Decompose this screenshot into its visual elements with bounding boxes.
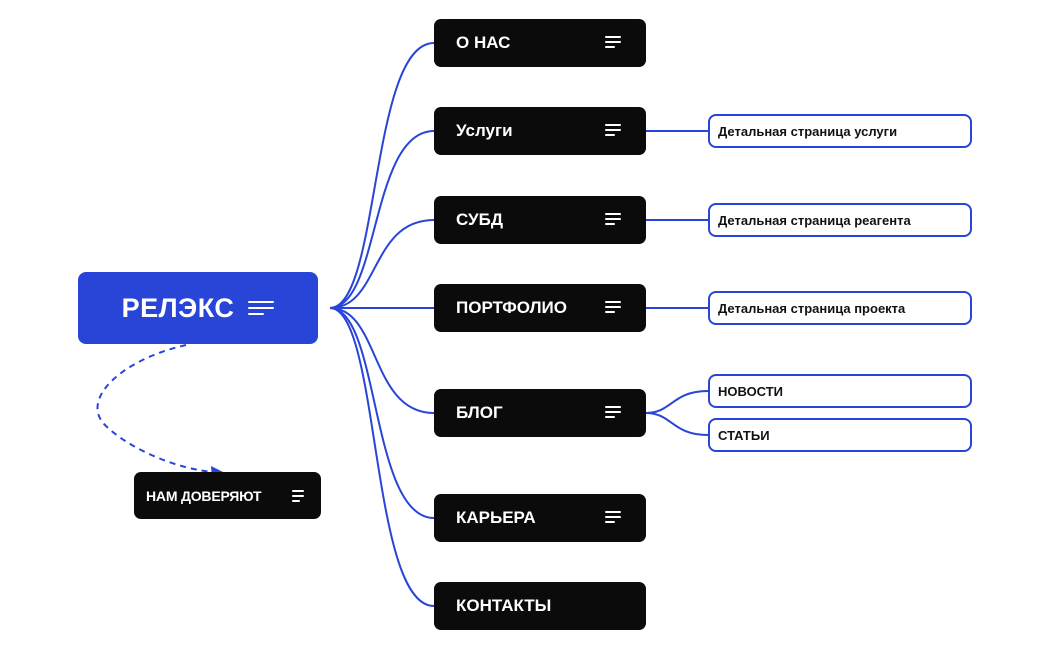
trusted-label: НАМ ДОВЕРЯЮТ [146,487,262,504]
section-label: БЛОГ [456,403,503,422]
subpage-node-project-detail[interactable]: Детальная страница проекта [708,291,972,325]
connector-root-services [329,130,435,309]
root-node[interactable]: РЕЛЭКС [78,272,318,344]
subpage-label: НОВОСТИ [718,383,784,399]
subpage-label: СТАТЬИ [718,427,770,443]
subpage-label: Детальная страница проекта [718,300,906,316]
connector-root-about [329,42,435,309]
connector-root-dbms [329,219,435,309]
subpage-node-articles[interactable]: СТАТЬИ [708,418,972,452]
trusted-by-node[interactable]: НАМ ДОВЕРЯЮТ [134,472,321,519]
menu-lines-icon [248,301,275,315]
connector-blog-news [645,390,709,414]
menu-lines-icon [605,511,621,523]
section-label: КАРЬЕРА [456,508,536,527]
connector-root-contacts [329,307,435,607]
subpage-label: Детальная страница услуги [718,123,898,139]
section-node-dbms[interactable]: СУБД [434,196,646,244]
connector-root-career [329,307,435,519]
connector-root-trusted [96,344,216,473]
connector-root-blog [329,307,435,414]
subpage-node-service-detail[interactable]: Детальная страница услуги [708,114,972,148]
section-label: СУБД [456,210,503,229]
connector-blog-articles [645,412,709,436]
menu-lines-icon [605,36,621,48]
section-node-blog[interactable]: БЛОГ [434,389,646,437]
menu-lines-icon [605,213,621,225]
menu-lines-icon [292,490,304,502]
section-node-contacts[interactable]: КОНТАКТЫ [434,582,646,630]
subpage-label: Детальная страница реагента [718,212,911,228]
section-label: ПОРТФОЛИО [456,298,567,317]
section-label: Услуги [456,121,513,140]
menu-lines-icon [605,301,621,313]
section-label: КОНТАКТЫ [456,596,552,615]
menu-lines-icon [605,406,621,418]
section-node-services[interactable]: Услуги [434,107,646,155]
section-node-career[interactable]: КАРЬЕРА [434,494,646,542]
section-node-about[interactable]: О НАС [434,19,646,67]
root-label: РЕЛЭКС [121,292,235,323]
section-label: О НАС [456,33,511,52]
menu-lines-icon [605,124,621,136]
subpage-node-news[interactable]: НОВОСТИ [708,374,972,408]
section-node-portfolio[interactable]: ПОРТФОЛИО [434,284,646,332]
subpage-node-reagent-detail[interactable]: Детальная страница реагента [708,203,972,237]
